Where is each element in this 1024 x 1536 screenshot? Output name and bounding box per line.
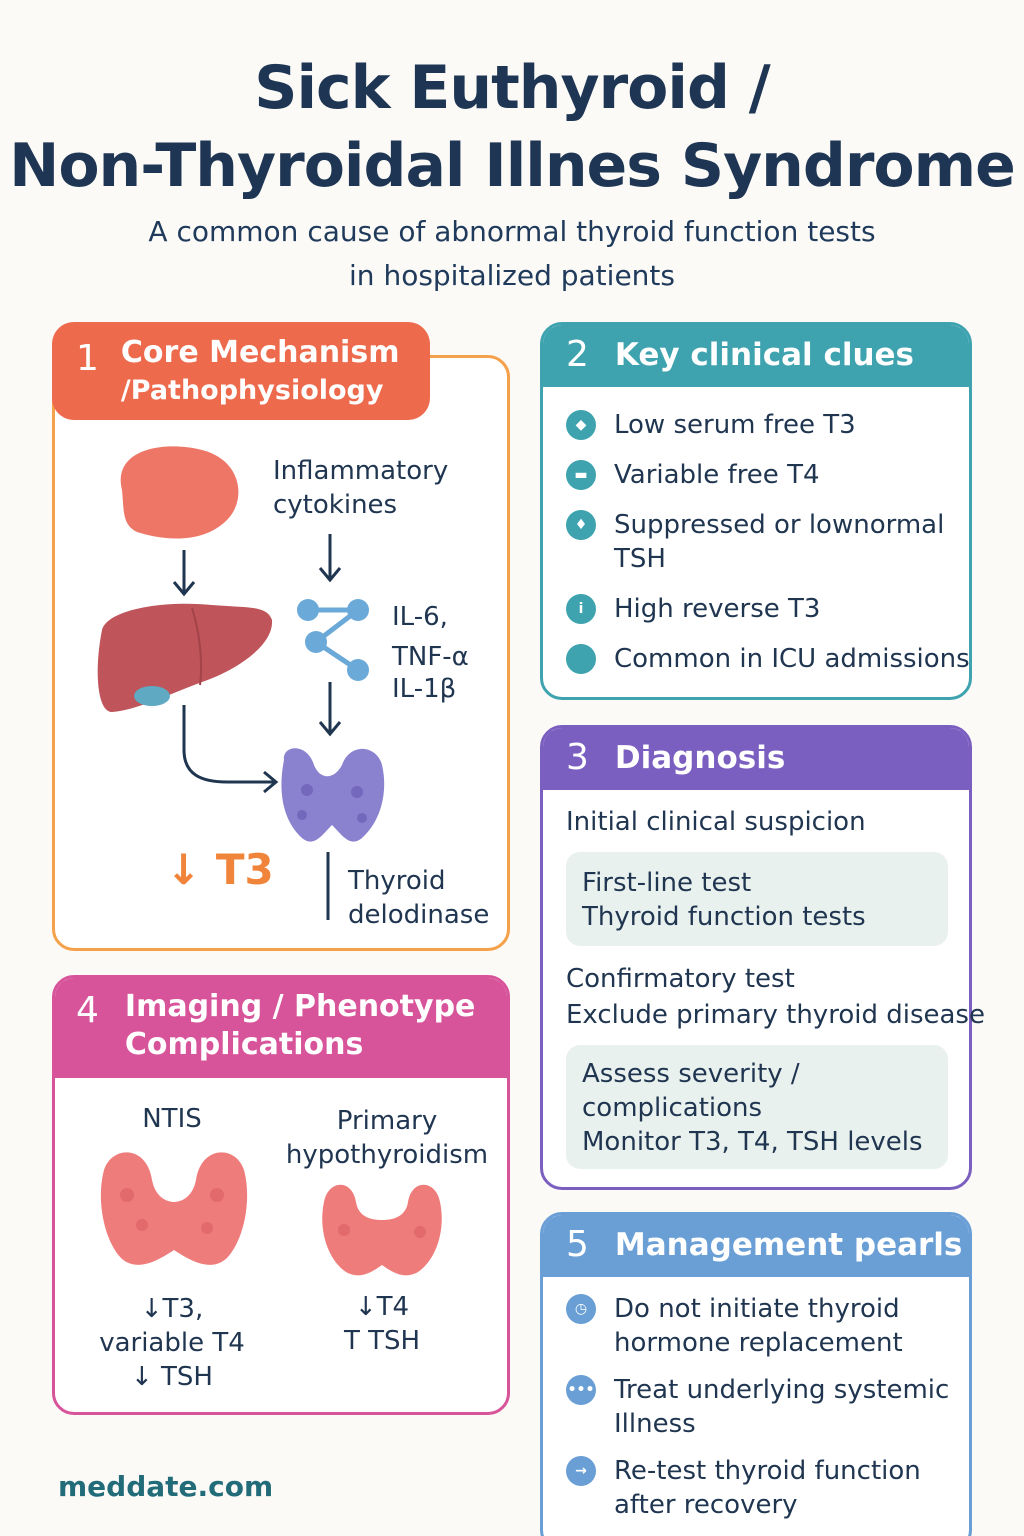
first-line-test-label: First-line test: [582, 868, 752, 898]
liver-icon: [97, 603, 273, 712]
inflammatory-label-line2: cytokines: [273, 490, 398, 520]
subtitle-line2: in hospitalized patients: [349, 259, 675, 292]
first-line-test-value: Thyroid function tests: [582, 902, 866, 932]
deiodinase-label-line2: delodinase: [348, 900, 490, 930]
clock-icon: ◷: [566, 1294, 596, 1324]
page-title-line1: Sick Euthyroid /: [254, 53, 770, 123]
initial-suspicion: Initial clinical suspicion: [566, 807, 866, 837]
confirmatory-test-label: Confirmatory test: [566, 964, 795, 994]
section5-title: Management pearls: [614, 1227, 963, 1263]
section2-title: Key clinical clues: [614, 337, 914, 373]
section3-number: 3: [566, 737, 589, 778]
clue-item-free-t4: ▬ Variable free T4: [566, 458, 820, 492]
section5-header: 5 Management pearls: [566, 1224, 962, 1265]
clue-item-free-t3: ◆ Low serum free T3: [566, 408, 856, 442]
section2-number: 2: [566, 334, 589, 375]
section-key-clinical-clues: [540, 322, 972, 700]
section1-title-line1: Core Mechanism: [120, 335, 400, 370]
clue-item-reverse-t3: i High reverse T3: [566, 592, 820, 626]
dot-icon: [566, 644, 596, 674]
cytokine-tnf: TNF-α: [392, 642, 469, 672]
section1-header: 1 Core Mechanism /Pathophysiology: [52, 322, 430, 420]
severity-line3: Monitor T3, T4, TSH levels: [582, 1127, 923, 1157]
ntis-result-line3: ↓ TSH: [131, 1362, 213, 1392]
arrow-right-icon: →: [566, 1456, 596, 1486]
severity-box: [566, 1045, 948, 1169]
primary-label-line1: Primary: [336, 1106, 438, 1136]
section4-number: 4: [76, 990, 99, 1031]
molecule-node: [297, 599, 319, 621]
first-line-test-box: [566, 852, 948, 946]
ntis-result-line2: variable T4: [99, 1328, 245, 1358]
ntis-label: NTIS: [142, 1104, 202, 1134]
section-management-pearls: [540, 1212, 972, 1536]
severity-line2: complications: [582, 1093, 763, 1123]
deiodinase-label-line1: Thyroid: [348, 866, 446, 896]
dots-icon: •••: [566, 1375, 596, 1405]
subtitle-line1: A common cause of abnormal thyroid funct…: [148, 215, 876, 248]
page-title-line2: Non-Thyroidal Illnes Syndrome: [9, 131, 1016, 201]
section2-header: 2 Key clinical clues: [566, 334, 914, 375]
section4-title-line2: Complications: [124, 1027, 364, 1062]
pill-icon: ▬: [566, 460, 596, 490]
inflammatory-label-line1: Inflammatory: [273, 456, 449, 486]
primary-thyroid-icon: [322, 1184, 442, 1276]
primary-result-line1: ↓T4: [354, 1292, 410, 1322]
primary-result-line2: T TSH: [343, 1326, 421, 1356]
cytokine-il6: IL-6,: [392, 602, 448, 632]
molecule-node: [305, 631, 327, 653]
clue-item-icu: Common in ICU admissions: [566, 642, 970, 676]
section1-title-line2: /Pathophysiology: [120, 375, 384, 406]
section1-number: 1: [76, 338, 99, 379]
section4-header: 4 Imaging / Phenotype Complications: [76, 988, 475, 1064]
molecule-node: [347, 659, 369, 681]
section3-header: 3 Diagnosis: [566, 737, 785, 778]
drop-icon: ♦: [566, 510, 596, 540]
cytokine-il1: IL-1β: [392, 674, 457, 704]
severity-line1: Assess severity /: [582, 1059, 800, 1089]
section4-title-line1: Imaging / Phenotype: [124, 989, 476, 1024]
thyroid-comparison-diagram: [100, 1152, 442, 1276]
ntis-result-line1: ↓T3,: [140, 1294, 204, 1324]
info-icon: i: [566, 594, 596, 624]
ntis-thyroid-icon: [100, 1152, 248, 1265]
footer-brand: meddate.com: [58, 1470, 274, 1503]
pathophysiology-diagram: [97, 446, 385, 920]
organ-icon: [120, 446, 239, 539]
section5-number: 5: [566, 1224, 589, 1265]
section3-title: Diagnosis: [614, 740, 786, 776]
thyroid-icon: [281, 748, 385, 842]
t3-decrease-label: ↓ T3: [166, 845, 274, 894]
diamond-icon: ◆: [566, 410, 596, 440]
molecule-node: [347, 599, 369, 621]
primary-label-line2: hypothyroidism: [285, 1140, 489, 1170]
confirmatory-test-value: Exclude primary thyroid disease: [566, 1000, 985, 1030]
